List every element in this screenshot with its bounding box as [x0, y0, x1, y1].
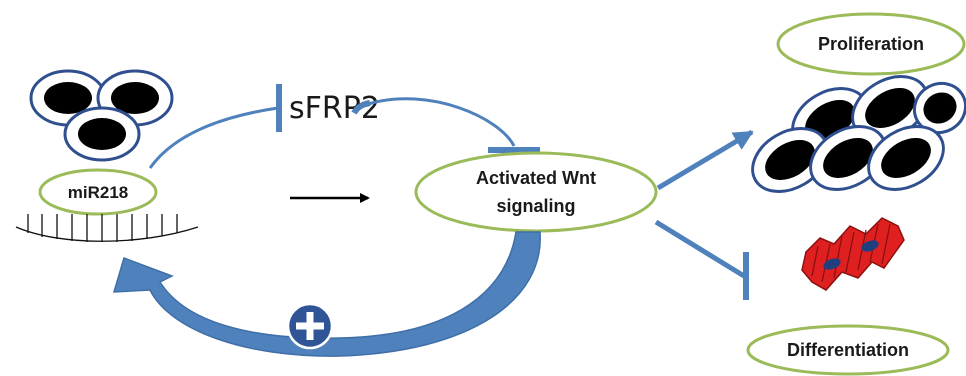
sfrp2-label: sFRP2 — [289, 91, 380, 126]
cardiomyocyte-icon — [801, 217, 905, 291]
cell-icon — [751, 127, 829, 193]
cell-icon — [912, 81, 966, 135]
wnt-label-line1: Activated Wnt — [476, 168, 596, 188]
proliferating-cells — [751, 75, 966, 193]
mir218-inhibits-sfrp2-line — [148, 106, 279, 169]
wnt-signaling-oval — [414, 151, 658, 233]
mir218-oval — [38, 168, 158, 216]
cell-icon — [809, 125, 887, 191]
proliferation-oval — [776, 12, 966, 76]
mir218-label: miR218 — [68, 183, 128, 202]
sfrp2-connector-hook — [351, 100, 371, 115]
cell-icon — [867, 125, 945, 191]
cell-icon — [63, 106, 141, 162]
proliferation-label: Proliferation — [818, 34, 924, 54]
wnt-label-line2: signaling — [496, 196, 575, 216]
promotes-proliferation-arrow — [656, 129, 754, 191]
sfrp2-inhibits-wnt-line — [367, 97, 516, 147]
stem-cell-cluster — [29, 69, 174, 162]
positive-feedback-arrow — [112, 231, 541, 357]
plus-icon — [286, 302, 334, 350]
differentiation-oval — [746, 324, 950, 376]
rna-strand-icon — [15, 214, 199, 242]
inhibits-differentiation-line — [654, 219, 746, 279]
differentiation-label: Differentiation — [787, 340, 909, 360]
